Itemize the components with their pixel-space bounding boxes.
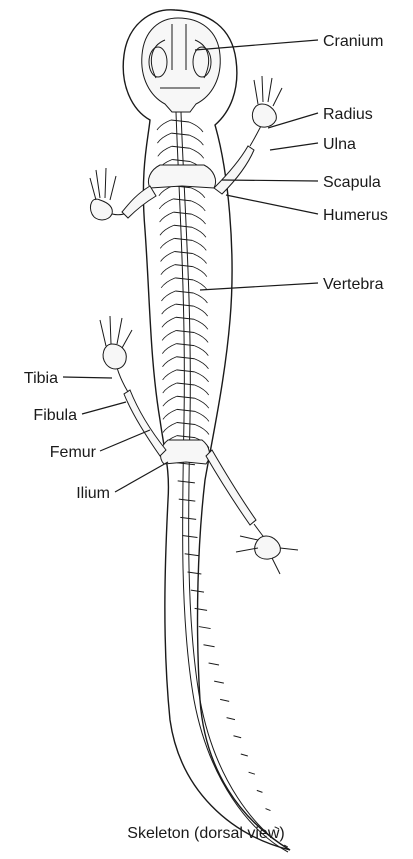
vertebra-segment: [241, 754, 248, 756]
vertebra-segment: [266, 809, 271, 811]
label-ilium: Ilium: [76, 485, 110, 502]
figure-caption: Skeleton (dorsal view): [127, 825, 284, 842]
label-fibula: Fibula: [33, 407, 77, 424]
vertebra-segment: [220, 699, 229, 701]
label-tibia: Tibia: [24, 370, 58, 387]
label-cranium: Cranium: [323, 33, 383, 50]
leader-scapula: [222, 180, 318, 181]
leader-fibula: [82, 402, 126, 414]
ilium: [161, 440, 210, 464]
leader-ilium: [115, 462, 168, 492]
vertebra-segment: [227, 718, 235, 720]
vertebra-segment: [249, 772, 255, 774]
vertebra-segment: [203, 645, 214, 647]
label-vertebra: Vertebra: [323, 276, 384, 293]
right-hindlimb: [206, 450, 298, 574]
leader-ulna: [270, 143, 318, 150]
leader-tibia: [63, 377, 112, 378]
label-radius: Radius: [323, 106, 373, 123]
vertebra-segment: [214, 681, 224, 683]
label-scapula: Scapula: [323, 174, 381, 191]
vertebra-segment: [199, 627, 211, 629]
label-humerus: Humerus: [323, 207, 388, 224]
leader-humerus: [226, 195, 318, 214]
vertebra-segment: [257, 790, 263, 792]
scapula: [148, 165, 215, 188]
vertebra-segment: [209, 663, 219, 665]
leader-femur: [100, 430, 150, 451]
vertebra-segment: [233, 736, 241, 738]
label-ulna: Ulna: [323, 136, 356, 153]
label-femur: Femur: [50, 444, 97, 461]
